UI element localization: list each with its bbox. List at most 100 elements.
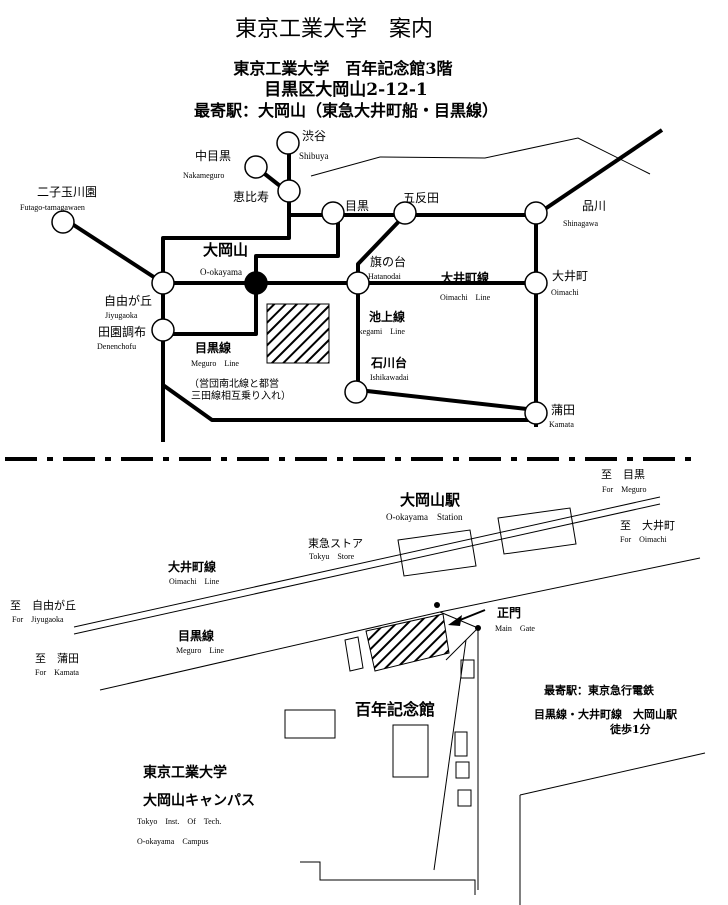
- to-meguro-label: 至 目黒: [601, 468, 645, 481]
- station-nakameguro-label: 中目黒: [195, 148, 231, 163]
- address-text: 目黒区大岡山2-12-1: [264, 79, 427, 100]
- line-meguro-upper: [254, 215, 340, 283]
- centennial-hall-label: 百年記念館: [355, 700, 435, 719]
- campus-name-en-2: O-okayama Campus: [137, 837, 209, 846]
- line-meguro-label: 目黒線: [195, 340, 231, 355]
- station-hatanodai-marker: [346, 271, 370, 295]
- rail-upper-1: [73, 496, 661, 628]
- building-east-3: [457, 789, 472, 807]
- to-jiyugaoka-label: 至 自由が丘: [10, 598, 76, 612]
- station-jiyugaoka-marker: [151, 271, 175, 295]
- area-meguro-line-label: 目黒線: [178, 628, 214, 643]
- page-title: 東京工業大学 案内: [235, 17, 433, 42]
- line-ikegami-lower: [357, 388, 537, 412]
- station-futago-en: Futago-tamagawaen: [20, 203, 85, 212]
- building-east-1: [454, 731, 468, 757]
- main-gate-en: Main Gate: [495, 624, 535, 633]
- ookayama-station-label: 大岡山駅: [400, 491, 461, 509]
- station-oimachi-label: 大井町: [552, 269, 588, 283]
- to-oimachi-en: For Oimachi: [620, 535, 667, 544]
- station-ebisu-marker: [277, 179, 301, 203]
- station-jiyugaoka-label: 自由が丘: [104, 293, 152, 308]
- station-ishikawadai-label: 石川台: [370, 355, 407, 370]
- rail-upper-2: [73, 503, 661, 635]
- station-jiyugaoka-en: Jiyugaoka: [105, 311, 138, 320]
- nearest-station-text: 最寄駅：大岡山（東急大井町船・目黒線）: [194, 101, 498, 120]
- boundary-line: [310, 137, 651, 177]
- station-shinagawa-marker: [524, 201, 548, 225]
- station-denenchofu-label: 田園調布: [98, 325, 146, 339]
- station-oimachi-marker: [524, 271, 548, 295]
- campus-name-en-1: Tokyo Inst. Of Tech.: [137, 817, 221, 826]
- campus-hatch-route: [266, 303, 330, 364]
- line-ikegami-upper: [356, 213, 407, 390]
- station-shibuya-marker: [276, 131, 300, 155]
- line-ikegami-en: Ikegami Line: [356, 327, 405, 336]
- station-futago-label: 二子玉川園: [37, 185, 97, 199]
- ookayama-station-en: O-okayama Station: [386, 512, 463, 522]
- station-kamata-en: Kamata: [549, 420, 574, 429]
- line-futago-jiyugaoka: [64, 218, 165, 285]
- building-west: [284, 709, 336, 739]
- line-meguro-note-2: 三田線相互乗り入れ）: [191, 389, 291, 402]
- road-mid: [99, 611, 441, 691]
- station-meguro-marker: [321, 201, 345, 225]
- station-kamata-label: 蒲田: [551, 403, 575, 417]
- station-denenchofu-en: Denenchofu: [97, 342, 136, 351]
- gate-post-west: [434, 602, 440, 608]
- station-shibuya-en: Shibuya: [299, 151, 329, 161]
- station-hatanodai-label: 旗の台: [370, 254, 406, 269]
- access-line-2: 目黒線・大井町線 大岡山駅: [534, 707, 677, 721]
- station-ebisu-label: 恵比寿: [233, 190, 269, 204]
- line-oimachi-label: 大井町線: [441, 270, 489, 285]
- main-gate-label: 正門: [497, 606, 521, 620]
- station-meguro-label: 目黒: [345, 199, 369, 213]
- station-gotanda-label: 五反田: [403, 191, 439, 205]
- building-central: [392, 724, 429, 778]
- station-nakameguro-marker: [244, 155, 268, 179]
- station-ookayama-label: 大岡山: [203, 241, 248, 259]
- tokyu-store-label: 東急ストア: [308, 536, 363, 550]
- station-ishikawadai-marker: [344, 380, 368, 404]
- to-meguro-en: For Meguro: [602, 485, 646, 494]
- venue-text: 東京工業大学 百年記念館3階: [233, 59, 452, 78]
- area-oimachi-line-label: 大井町線: [168, 559, 216, 574]
- road-mid-east: [439, 557, 701, 613]
- line-shinagawa-north: [534, 128, 664, 217]
- line-meguro-en: Meguro Line: [191, 359, 239, 368]
- road-south: [519, 752, 706, 796]
- station-hatanodai-en: Hatanodai: [368, 272, 402, 281]
- campus-name-ja-2: 大岡山キャンパス: [143, 792, 255, 809]
- tokyu-store-en: Tokyu Store: [309, 552, 355, 561]
- access-line-1: 最寄駅：東京急行電鉄: [544, 683, 655, 697]
- tokyu-store-building: [397, 529, 477, 577]
- area-meguro-line-en: Meguro Line: [176, 646, 224, 655]
- line-ikegami-label: 池上線: [369, 309, 405, 324]
- area-oimachi-line-en: Oimachi Line: [169, 577, 220, 586]
- line-oimachi-en: Oimachi Line: [440, 293, 491, 302]
- area-map-features: [73, 496, 706, 905]
- station-denenchofu-marker: [151, 318, 175, 342]
- station-kamata-marker: [524, 401, 548, 425]
- line-kamata: [161, 383, 536, 422]
- to-oimachi-label: 至 大井町: [620, 518, 675, 532]
- building-gate-1: [460, 659, 475, 679]
- station-futago-marker: [51, 210, 75, 234]
- path-diagonal: [445, 627, 479, 661]
- gate-post-east: [475, 625, 481, 631]
- station-shinagawa-label: 品川: [582, 199, 606, 213]
- centennial-hall-hatch: [365, 613, 450, 672]
- line-meguro-lower: [163, 283, 258, 336]
- building-east-2: [455, 761, 470, 779]
- station-shibuya-label: 渋谷: [302, 129, 326, 143]
- station-ookayama-marker: [244, 271, 268, 295]
- small-building-1: [344, 636, 364, 672]
- to-kamata-en: For Kamata: [35, 668, 79, 677]
- to-jiyugaoka-en: For Jiyugaoka: [12, 615, 64, 624]
- station-nakameguro-en: Nakameguro: [183, 171, 224, 180]
- station-shinagawa-en: Shinagawa: [563, 219, 599, 228]
- campus-name-ja-1: 東京工業大学: [143, 764, 227, 781]
- station-gotanda-marker: [393, 201, 417, 225]
- to-kamata-label: 至 蒲田: [35, 651, 79, 665]
